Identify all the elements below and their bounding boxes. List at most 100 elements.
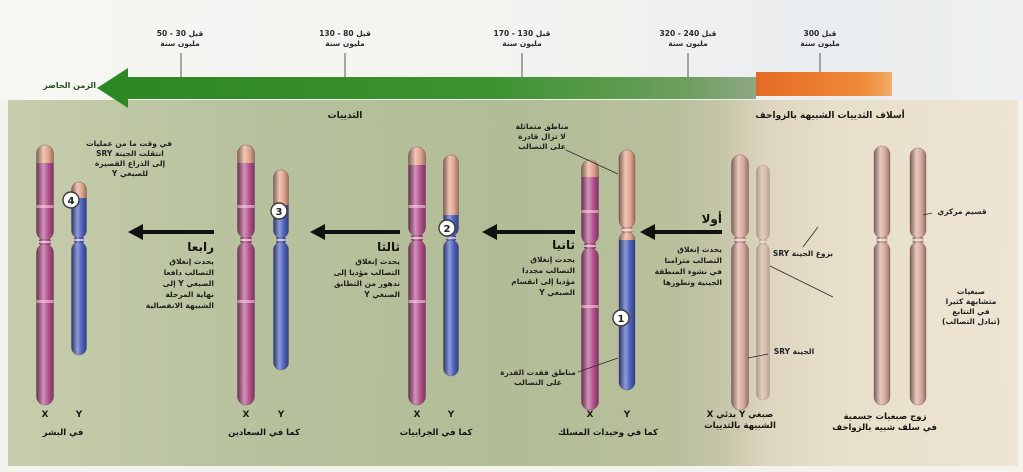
stage-2-title: ثانيا bbox=[505, 238, 575, 253]
monotremes-caption: كما في وحيدات المسلك bbox=[546, 428, 670, 439]
sry-emergence-leader-line bbox=[803, 227, 818, 247]
y-chromosome-monotreme bbox=[619, 150, 635, 390]
humans-caption: في البشر bbox=[18, 428, 108, 439]
autosome-right bbox=[910, 148, 926, 405]
y-chromosome-human-centromere-highlight bbox=[74, 239, 84, 241]
stage-description-line: الصبغي Y إلى bbox=[132, 278, 214, 289]
transition-arrow-head bbox=[128, 224, 143, 240]
proto-y-chromosome bbox=[757, 165, 770, 400]
x-chromosome-marsupial-centromere-highlight bbox=[411, 237, 423, 239]
note-line: إلى الذراع القصيرة bbox=[88, 159, 172, 169]
marker-number: 4 bbox=[68, 196, 75, 207]
stage-description-line: نهاية المرحلة bbox=[132, 289, 214, 300]
caption-line: صبغي Y بدئي X bbox=[688, 410, 792, 421]
ancestor-pair-caption: زوج صبغيات جسمية في سلف شبيه بالزواحف bbox=[833, 412, 937, 434]
y-chromosome-marsupial-segment bbox=[444, 155, 459, 215]
x-chromosome-monotreme bbox=[582, 160, 599, 410]
stage-description-line: يحدث إنغلاق bbox=[320, 256, 400, 267]
y-letter: Y bbox=[444, 410, 458, 421]
timeline-marker-line: مليون سنة bbox=[782, 39, 858, 49]
note-line: مناطق فقدت القدرة bbox=[498, 368, 578, 378]
stage-4-title: رابعا bbox=[144, 240, 214, 255]
y-letter: Y bbox=[274, 410, 288, 421]
y-chromosome-marsupial-centromere-highlight bbox=[446, 237, 456, 239]
timeline-marker: قبل 80 - 130 مليون سنة bbox=[307, 29, 383, 49]
x-chromosome-monkey-segment bbox=[238, 163, 255, 405]
y-chromosome-human-segment bbox=[72, 198, 87, 355]
timeline-marker-line: قبل 30 - 50 bbox=[142, 29, 218, 39]
stage-1-title: أولا bbox=[652, 212, 722, 227]
lost-regions-label: مناطق فقدت القدرة على التصالب bbox=[498, 368, 578, 388]
caption-line: الشبيهة بالثدييات bbox=[688, 421, 792, 432]
monkeys-caption: كما في السعادين bbox=[212, 428, 316, 439]
mammals-header: الثدييات bbox=[285, 111, 405, 122]
proto-x-chromosome-centromere-highlight bbox=[734, 239, 746, 241]
proto-y-chromosome-segment bbox=[757, 165, 770, 400]
timeline-marker-line: قبل 130 - 170 bbox=[484, 29, 560, 39]
note-line: في وقت ما من عمليات bbox=[88, 139, 172, 149]
transition-arrow-head bbox=[310, 224, 325, 240]
note-line: على التصالب bbox=[498, 378, 578, 388]
x-chromosome-monotreme-band bbox=[582, 305, 599, 308]
x-letter: X bbox=[583, 410, 597, 421]
autosome-right-centromere-highlight bbox=[913, 239, 924, 241]
stage-description-line: الجينية وتطورها bbox=[642, 277, 722, 288]
timeline-marker: قبل 240 - 320 مليون سنة bbox=[650, 29, 726, 49]
marsupials-caption: كما في الجرابيات bbox=[384, 428, 488, 439]
stage-description-line: في نشوء المنطقة bbox=[642, 266, 722, 277]
x-chromosome-marsupial-band bbox=[409, 300, 426, 303]
stage-description-line: التصالب مؤديا إلى bbox=[320, 267, 400, 278]
note-line: متشابهة كثيرا bbox=[938, 297, 1004, 307]
timeline-marker-line: مليون سنة bbox=[484, 39, 560, 49]
x-chromosome-human bbox=[37, 145, 54, 405]
sry-gene-label: الجينة SRY bbox=[768, 347, 820, 357]
stage-description-line: التصالب متزامنا bbox=[642, 255, 722, 266]
x-chromosome-human-band bbox=[37, 300, 54, 303]
present-time-label: الزمن الحاضر bbox=[22, 81, 96, 91]
centromere-label: قسيم مركزي bbox=[932, 207, 992, 217]
y-chromosome-monkey-centromere-highlight bbox=[276, 239, 286, 241]
marker-number: 1 bbox=[618, 314, 625, 325]
stage-description-line: الصبغي Y bbox=[495, 287, 575, 298]
stratum-marker-3: 3 bbox=[271, 203, 287, 219]
y-letter: Y bbox=[72, 410, 86, 421]
stage-3-title: ثالثا bbox=[330, 240, 400, 255]
timeline-marker-line: قبل 240 - 320 bbox=[650, 29, 726, 39]
caption-line: زوج صبغيات جسمية bbox=[833, 412, 937, 423]
proto-pair-caption: صبغي Y بدئي X الشبيهة بالثدييات bbox=[688, 410, 792, 432]
timeline-marker-line: مليون سنة bbox=[650, 39, 726, 49]
sry-emergence-label: بزوغ الجينة SRY bbox=[768, 249, 838, 259]
marker-number: 2 bbox=[444, 224, 451, 235]
y-chromosome-monotreme-segment bbox=[619, 150, 635, 240]
stage-2-description: يحدث إنغلاق التصالب مجددا مؤديا إلى انقس… bbox=[495, 254, 575, 298]
x-chromosome-marsupial bbox=[409, 147, 426, 405]
y-chromosome-monkey-segment bbox=[274, 170, 289, 205]
timeline-marker-line: قبل 80 - 130 bbox=[307, 29, 383, 39]
stage-description-line: يحدث إنغلاق bbox=[495, 254, 575, 265]
timeline-ticks bbox=[181, 53, 820, 77]
present-time-arrow bbox=[97, 68, 756, 108]
x-chromosome-monkey-band bbox=[238, 205, 255, 208]
stage-description-line: التصالب مجددا bbox=[495, 265, 575, 276]
x-chromosome-monkey-band bbox=[238, 300, 255, 303]
stage-description-line: يحدث إنغلاق bbox=[642, 244, 722, 255]
autosome-left-centromere-highlight bbox=[877, 239, 888, 241]
note-line: مناطق متماثلة bbox=[510, 122, 574, 132]
y-letter: Y bbox=[620, 410, 634, 421]
stage-1-description: يحدث إنغلاق التصالب متزامنا في نشوء المن… bbox=[642, 244, 722, 288]
note-line: انتقلت الجينة SRY bbox=[88, 149, 172, 159]
transition-arrow-head bbox=[482, 224, 497, 240]
note-line: لا تزال قادرة bbox=[510, 132, 574, 142]
stage-3-description: يحدث إنغلاق التصالب مؤديا إلى تدهور من ا… bbox=[320, 256, 400, 300]
autosome-left-segment bbox=[874, 146, 890, 405]
stage-description-line: الشبيهة الانفصالية bbox=[132, 300, 214, 311]
homologous-regions-label: مناطق متماثلة لا تزال قادرة على التصالب bbox=[510, 122, 574, 152]
similar-chromosomes-label: صبغيات متشابهة كثيرا في التتابع (تبادل ا… bbox=[938, 287, 1004, 327]
x-chromosome-monotreme-centromere-highlight bbox=[584, 245, 596, 247]
y-chromosome-monotreme-centromere-highlight bbox=[622, 229, 633, 231]
sry-transfer-note: في وقت ما من عمليات انتقلت الجينة SRY إل… bbox=[88, 139, 172, 179]
x-chromosome-human-centromere-highlight bbox=[39, 241, 51, 243]
proto-y-chromosome-centromere-highlight bbox=[759, 241, 767, 243]
note-line: في التتابع bbox=[938, 307, 1004, 317]
autosome-left bbox=[874, 146, 890, 405]
